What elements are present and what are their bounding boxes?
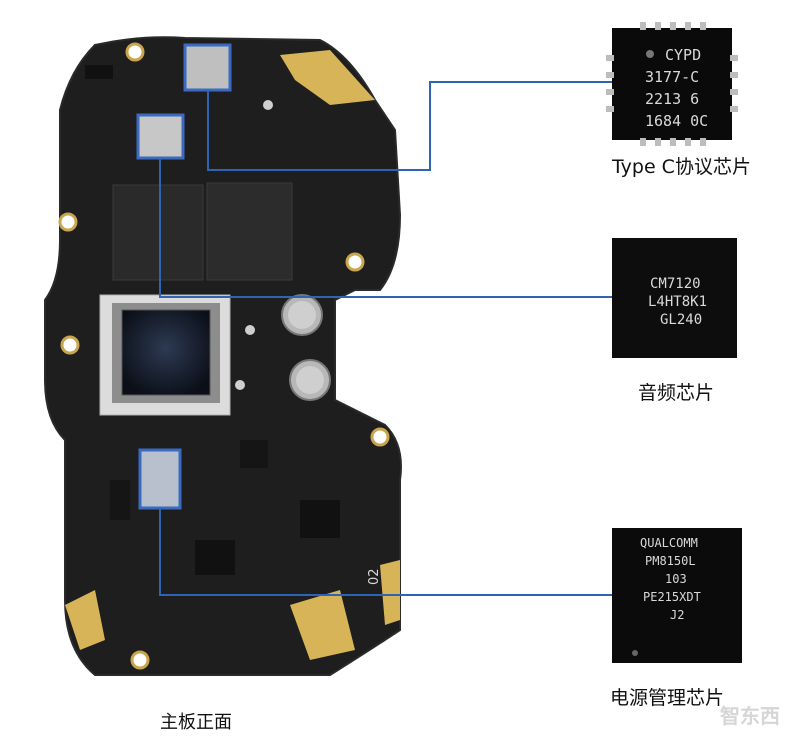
- svg-text:J2: J2: [670, 608, 684, 622]
- mount-hole: [370, 427, 390, 447]
- chip-closeup-typec: CYPD 3177-C 2213 6 1684 0C: [606, 22, 738, 146]
- mount-hole: [245, 325, 255, 335]
- gold-pad: [380, 560, 400, 625]
- mount-hole: [60, 335, 80, 355]
- mount-hole: [58, 212, 78, 232]
- svg-text:QUALCOMM: QUALCOMM: [640, 536, 698, 550]
- highlight-audio: [136, 113, 185, 160]
- component: [195, 540, 235, 575]
- component: [110, 480, 130, 520]
- gold-pad: [280, 50, 375, 105]
- label-audio-chip: 音频芯片: [638, 382, 715, 404]
- svg-text:L4HT8K1: L4HT8K1: [648, 294, 707, 310]
- memory-chip: [206, 182, 293, 281]
- svg-text:2213 6: 2213 6: [645, 90, 699, 108]
- component: [240, 440, 268, 468]
- mount-hole: [125, 42, 145, 62]
- leader-pmic: [159, 508, 612, 596]
- label-pmic-chip: 电源管理芯片: [610, 687, 725, 709]
- highlight-pmic: [138, 448, 182, 510]
- label-typec-chip: Type C协议芯片: [612, 156, 751, 178]
- leader-typec: [207, 81, 612, 171]
- component: [85, 65, 113, 79]
- svg-text:PE215XDT: PE215XDT: [643, 590, 701, 604]
- capacitor: [288, 301, 316, 329]
- svg-text:CYPD: CYPD: [665, 46, 701, 64]
- soc-die: [121, 309, 211, 396]
- svg-text:3177-C: 3177-C: [645, 68, 699, 86]
- capacitor: [296, 366, 324, 394]
- leader-audio: [159, 158, 612, 298]
- chip-closeup-audio: CM7120 L4HT8K1 GL240: [612, 238, 737, 358]
- svg-text:PM8150L: PM8150L: [645, 554, 696, 568]
- chip-closeup-pmic: QUALCOMM PM8150L 103 PE215XDT J2: [612, 528, 742, 663]
- figure-caption: 主板正面: [160, 712, 232, 733]
- highlight-typec: [183, 43, 232, 92]
- silkscreen-label: 02: [367, 568, 382, 585]
- mount-hole: [235, 380, 245, 390]
- svg-text:CM7120: CM7120: [650, 276, 701, 292]
- mount-hole: [263, 100, 273, 110]
- svg-text:103: 103: [665, 572, 687, 586]
- mount-hole: [130, 650, 150, 670]
- watermark-logo: 智东西: [720, 704, 780, 728]
- svg-text:GL240: GL240: [660, 312, 702, 328]
- gold-pad: [290, 590, 355, 660]
- svg-text:1684 0C: 1684 0C: [645, 112, 708, 130]
- memory-chip: [112, 184, 204, 281]
- component: [300, 500, 340, 538]
- gold-pad: [65, 590, 105, 650]
- mount-hole: [345, 252, 365, 272]
